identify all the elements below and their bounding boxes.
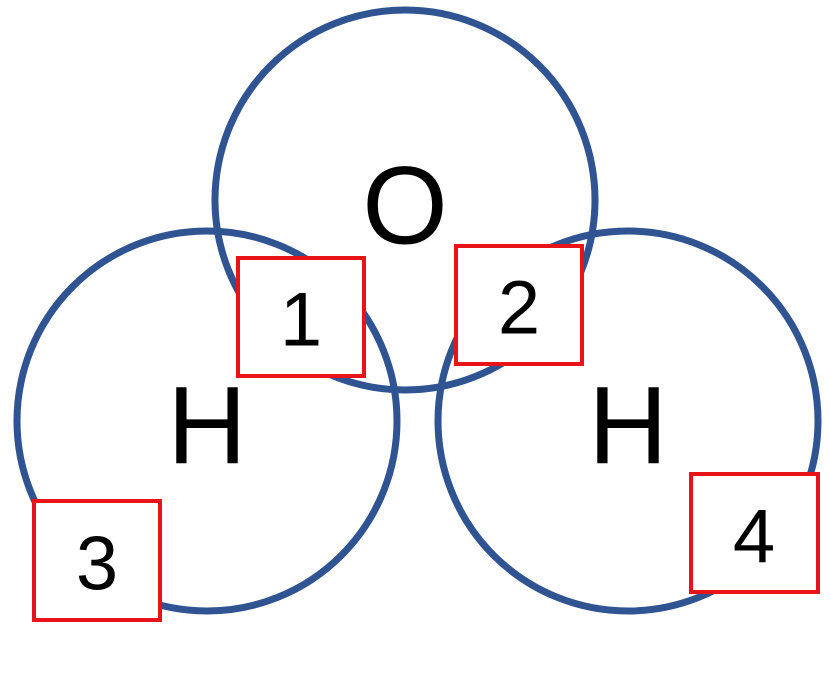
region-1-box xyxy=(236,256,366,378)
region-4-box xyxy=(689,472,820,594)
region-4-label: 4 xyxy=(733,495,775,580)
region-1-label: 1 xyxy=(280,278,322,363)
oxygen-atom-label: O xyxy=(362,145,448,268)
region-2-box xyxy=(454,244,584,366)
hydrogen-left-atom-label: H xyxy=(167,365,246,488)
region-3-label: 3 xyxy=(76,522,118,607)
oxygen-atom-circle xyxy=(211,6,599,394)
region-2-label: 2 xyxy=(498,266,540,351)
hydrogen-left-atom-circle xyxy=(13,227,401,615)
hydrogen-right-atom-circle xyxy=(434,227,822,615)
region-3-box xyxy=(32,499,162,622)
hydrogen-right-atom-label: H xyxy=(588,365,667,488)
